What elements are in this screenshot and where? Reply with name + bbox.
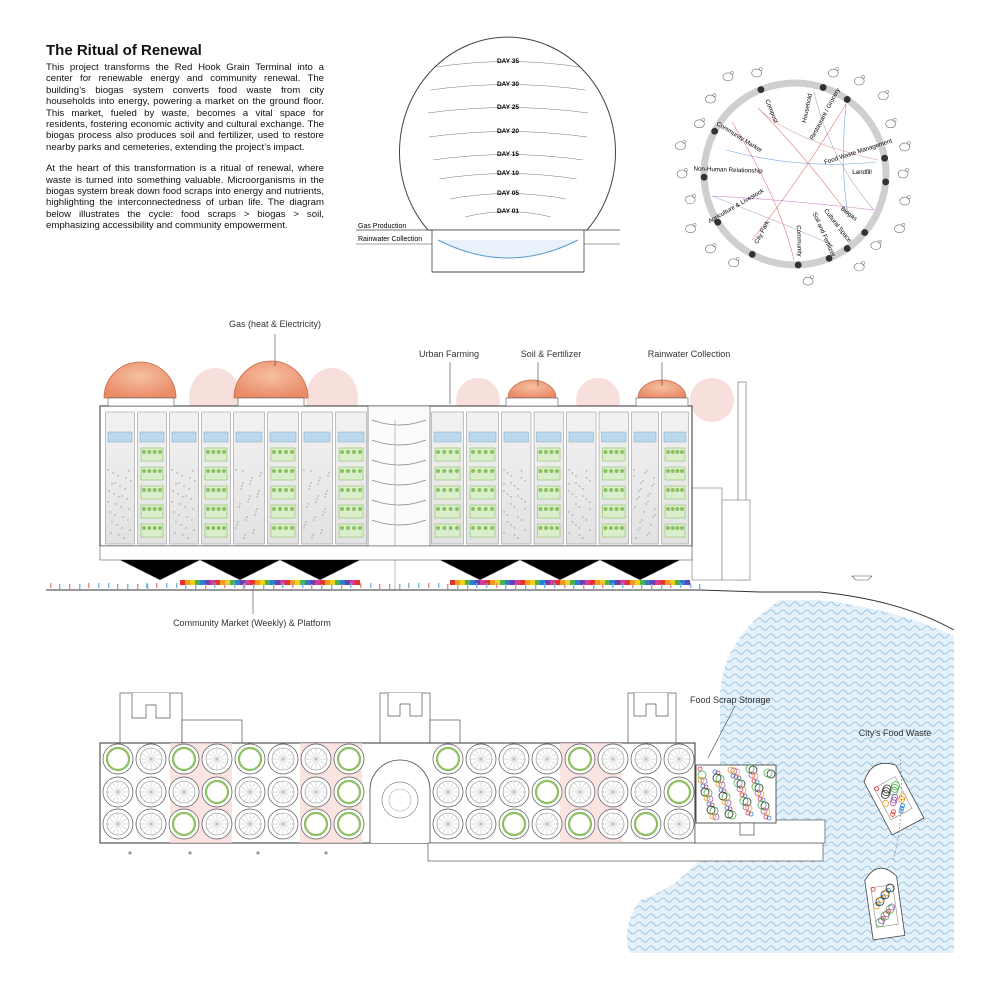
cycle-node-label: Compost bbox=[763, 99, 779, 125]
annex-building-2 bbox=[721, 499, 751, 581]
day-label: DAY 20 bbox=[497, 128, 519, 135]
cycle-node-label: Community bbox=[795, 225, 803, 257]
rainwater-collection-label: Rainwater Collection bbox=[358, 236, 422, 243]
cycle-node-dot bbox=[819, 84, 827, 91]
truss-supports bbox=[119, 559, 681, 581]
silo-tank bbox=[169, 411, 199, 545]
biogas-dome-1 bbox=[103, 361, 177, 407]
rainwater-basin bbox=[437, 239, 579, 259]
cycle-node-dot bbox=[748, 250, 756, 258]
biogas-dome-3 bbox=[505, 379, 559, 407]
silo-tank bbox=[566, 411, 597, 545]
plan-columns bbox=[128, 851, 328, 855]
dome-fill-levels: DAY 35 DAY 30 DAY 25 DAY 20 DAY 15 DAY 10 DAY … bbox=[428, 58, 588, 218]
label-gas: Gas (heat & Electricity) bbox=[229, 319, 321, 329]
dome-level-line bbox=[428, 131, 588, 138]
biogas-dome-4 bbox=[635, 379, 689, 407]
plan-rooftop-structures bbox=[119, 692, 677, 744]
biogas-domes bbox=[103, 360, 689, 407]
community-market-canopy bbox=[180, 580, 690, 585]
cycle-node-dot bbox=[794, 261, 802, 269]
cycle-node-dot bbox=[843, 245, 851, 252]
dome-level-line bbox=[465, 211, 551, 218]
biogas-dome-2 bbox=[233, 360, 309, 407]
label-urban-farming: Urban Farming bbox=[419, 349, 479, 359]
silo-tank bbox=[105, 411, 135, 545]
cycle-node-label: Non-Human Relationship bbox=[693, 165, 763, 174]
cycle-illustrations bbox=[675, 67, 911, 286]
distant-boat bbox=[851, 575, 873, 581]
annex-building bbox=[691, 487, 723, 581]
label-food-scrap-storage: Food Scrap Storage bbox=[690, 695, 771, 705]
gas-dome-diagram: DAY 35 DAY 30 DAY 25 DAY 20 DAY 15 DAY 10 DAY … bbox=[356, 36, 620, 273]
day-label: DAY 05 bbox=[497, 190, 519, 197]
silo-tank bbox=[233, 411, 265, 545]
dome-level-line bbox=[439, 173, 577, 180]
intro-paragraph-2: At the heart of this transformation is a… bbox=[46, 163, 324, 232]
cycle-node-dot bbox=[881, 154, 889, 162]
cycle-node-label: Landfill bbox=[852, 169, 872, 176]
building-elevation: Gas (heat & Electricity) Urban Farming S… bbox=[46, 319, 955, 631]
dome-level-line bbox=[436, 61, 580, 68]
plan-platform bbox=[427, 842, 824, 862]
cycle-node-dot bbox=[711, 127, 719, 135]
silo-columns bbox=[105, 411, 689, 545]
cycle-node-label: Household bbox=[801, 92, 814, 123]
silo-tank bbox=[301, 411, 333, 545]
site-plan: Food Scrap Storage City's Food Waste bbox=[99, 600, 954, 953]
cycle-node-label: City Park bbox=[753, 219, 771, 245]
label-rainwater: Rainwater Collection bbox=[648, 349, 731, 359]
day-label: DAY 10 bbox=[497, 170, 519, 177]
cycle-node-dot bbox=[757, 86, 765, 94]
label-city-food-waste: City's Food Waste bbox=[859, 728, 931, 738]
cycle-node-label: Community Market bbox=[715, 120, 763, 154]
cycle-connections bbox=[711, 91, 879, 261]
dome-level-line bbox=[449, 193, 567, 200]
people-figures bbox=[50, 583, 701, 589]
silo-tank bbox=[501, 411, 532, 545]
waste-boat-2 bbox=[864, 867, 906, 941]
cycle-node-label: Agriculture & Livestock bbox=[707, 187, 766, 225]
dome-level-line bbox=[428, 107, 588, 114]
intro-text: This project transforms the Red Hook Gra… bbox=[46, 62, 324, 242]
cycle-node-dot bbox=[700, 173, 708, 181]
day-label: DAY 15 bbox=[497, 151, 519, 158]
dome-level-line bbox=[430, 84, 586, 91]
cycle-node-dot bbox=[825, 254, 833, 262]
day-label: DAY 35 bbox=[497, 58, 519, 65]
waste-boat-1 bbox=[863, 762, 925, 836]
day-label: DAY 01 bbox=[497, 208, 519, 215]
day-label: DAY 25 bbox=[497, 104, 519, 111]
gas-production-label: Gas Production bbox=[358, 223, 406, 230]
cycle-node-dot bbox=[882, 178, 890, 186]
intro-paragraph-1: This project transforms the Red Hook Gra… bbox=[46, 62, 324, 153]
central-ramp-tower bbox=[367, 405, 431, 547]
food-scraps bbox=[697, 764, 776, 821]
label-community-market: Community Market (Weekly) & Platform bbox=[173, 618, 331, 628]
cycle-node-dot bbox=[861, 229, 869, 236]
label-soil: Soil & Fertilizer bbox=[521, 349, 582, 359]
dome-level-line bbox=[433, 154, 583, 161]
cycle-node-dot bbox=[843, 96, 851, 103]
ground-line bbox=[46, 589, 955, 631]
plan-silo-grid bbox=[102, 743, 695, 840]
day-label: DAY 30 bbox=[497, 81, 519, 88]
cycle-node-dot bbox=[714, 218, 722, 226]
plan-central-ramp bbox=[369, 759, 431, 843]
page-title: The Ritual of Renewal bbox=[46, 42, 202, 59]
